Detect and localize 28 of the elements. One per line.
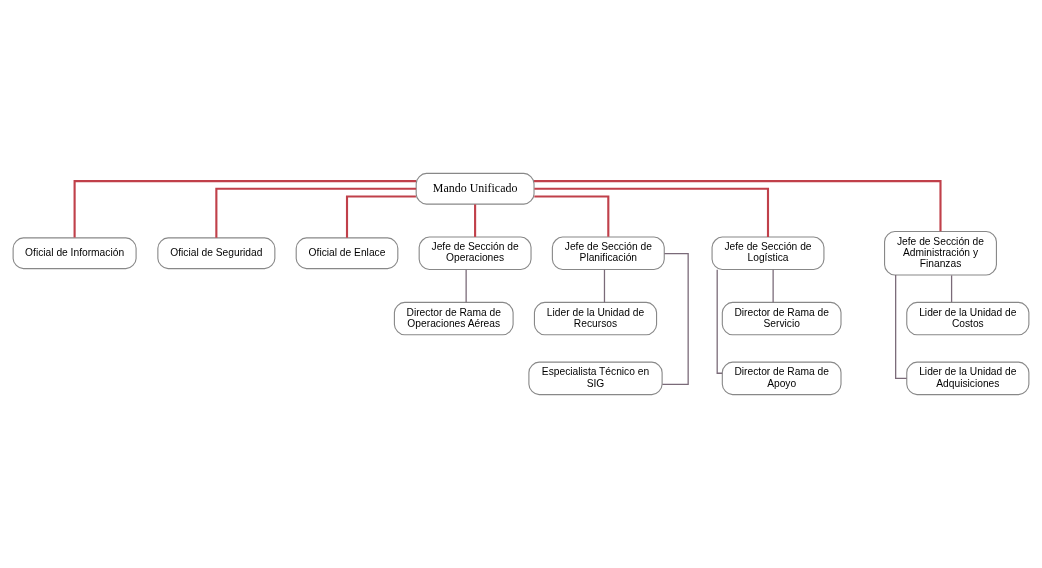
node-box: Lider de la Unidad de Adquisiciones [906,361,1030,396]
node-box: Lider de la Unidad de Recursos [533,301,658,336]
node-box: Director de Rama de Servicio [721,301,842,336]
connector [772,269,774,303]
connector [474,204,477,237]
connector [603,269,606,303]
connector [534,195,610,237]
node-box: Director de Rama de Apoyo [721,361,842,396]
connector [716,269,723,374]
connector [215,187,417,238]
node-box: Director de Rama de Operaciones Aéreas [393,301,514,336]
node-box: Especialista Técnico en SIG [528,361,663,396]
connector [345,195,416,238]
node-box: Jefe de Sección de Logística [711,236,825,271]
node-box: Lider de la Unidad de Costos [906,301,1030,336]
node-box: Jefe de Sección de Operaciones [418,236,532,271]
connector [534,187,770,237]
connector [73,180,416,238]
connector [661,253,689,385]
node-box: Oficial de Información [12,237,137,270]
node-box: Oficial de Seguridad [157,237,276,270]
node-box: Jefe de Sección de Planificación [551,236,665,271]
node-box: Mando Unificado [415,172,535,205]
connector [465,269,467,303]
node-box: Jefe de Sección de Administración y Finanzas [884,230,997,276]
node-box: Oficial de Enlace [295,237,399,270]
connector [534,180,942,232]
connector [950,274,953,303]
